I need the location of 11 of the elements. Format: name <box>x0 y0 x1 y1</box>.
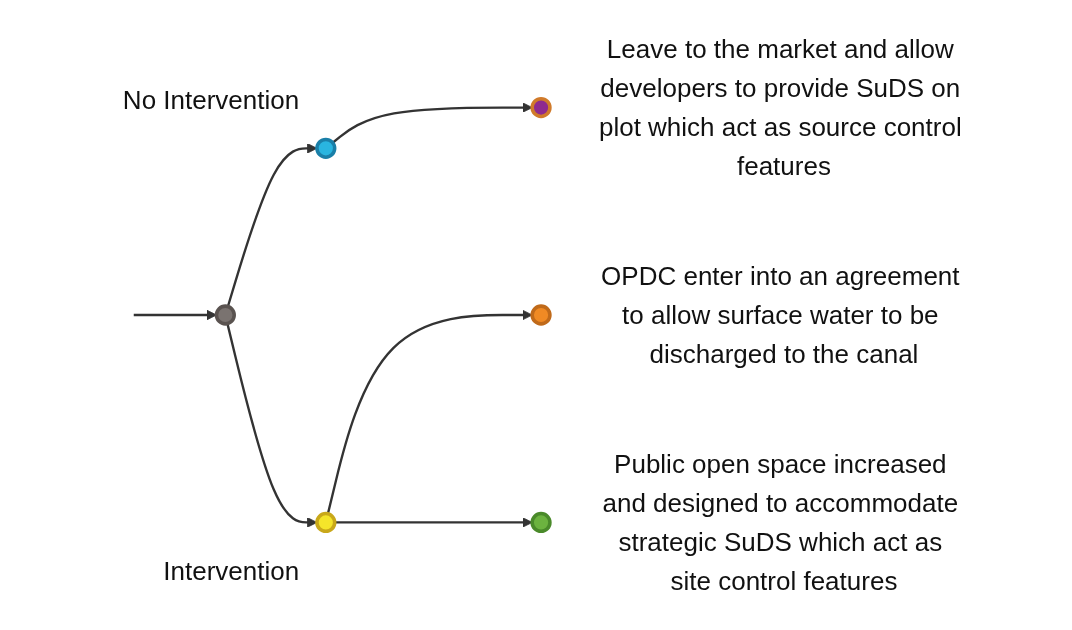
node-label: No Intervention <box>123 85 300 115</box>
node-circle <box>530 304 552 326</box>
node-circle <box>315 137 337 159</box>
node-circle <box>315 511 337 534</box>
node-label: OPDC enter into an agreement to allow surface water to be discharged to the canal <box>601 261 960 369</box>
node-circle <box>215 304 237 326</box>
node-label: Public open space increased and designed to accommodate strategic SuDS which act as site control features <box>602 449 959 596</box>
node-circle <box>530 511 552 534</box>
node-label: Leave to the market and allow developers to provide SuDS on plot which act as source control features <box>599 34 963 181</box>
node-label: Intervention <box>163 556 300 586</box>
node-circle <box>530 96 552 119</box>
